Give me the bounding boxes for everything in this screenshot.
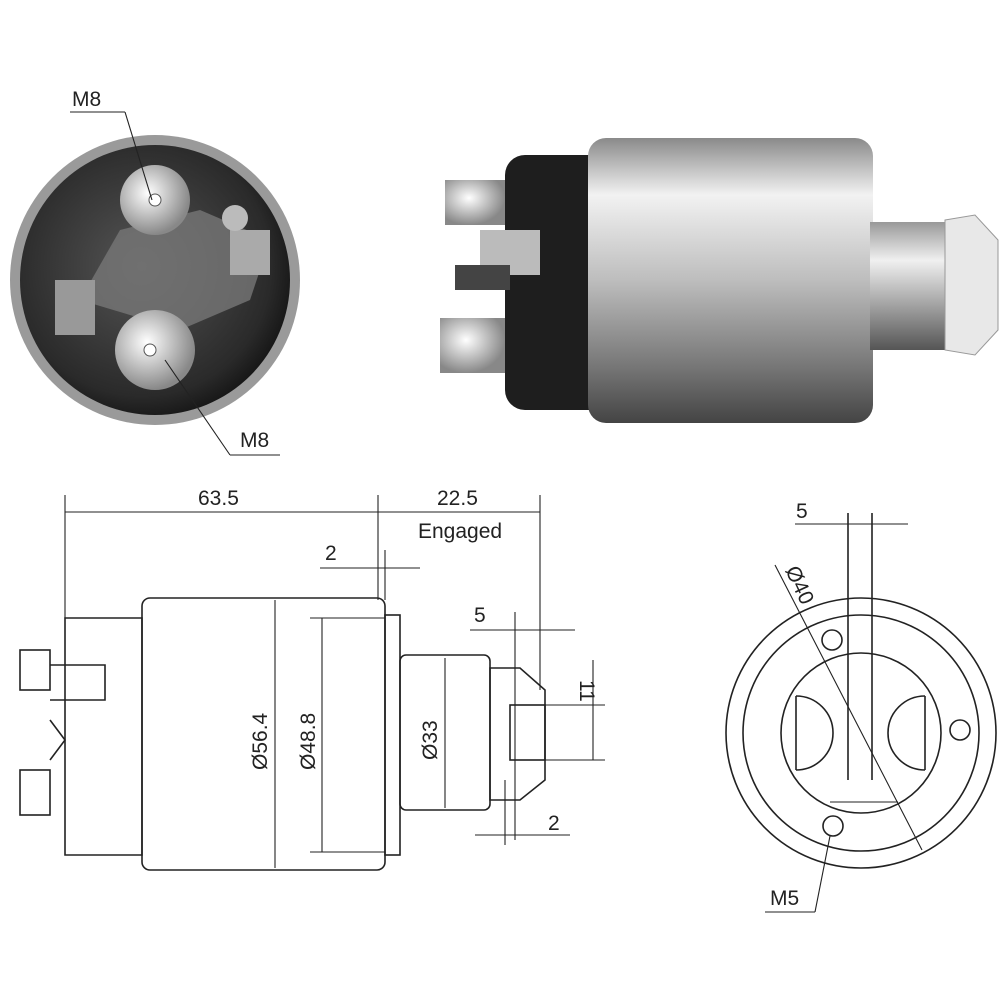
dim-tip-gap: 2 [548,812,560,835]
photo-side-view [440,138,999,423]
dim-nose-dia: Ø33 [419,720,442,760]
dim-stroke: 22.5 [437,487,478,510]
dim-tip-length: 5 [474,604,486,627]
dim-overall-length: 63.5 [198,487,239,510]
photo-end-view: M8 M8 [10,88,300,456]
dim-stroke-note: Engaged [418,520,502,543]
label-m5: M5 [770,887,799,910]
dim-flange-gap: 2 [325,542,337,565]
label-m8-bottom: M8 [240,429,269,452]
side-drawing: 63.5 22.5 Engaged 2 5 11 2 Ø56.4 Ø48.8 Ø… [19,487,605,871]
dim-bolt-circle: Ø40 [780,562,818,608]
end-drawing: Ø40 5 M5 [725,500,997,913]
dim-slot-width: 5 [796,500,808,523]
label-m8-top: M8 [72,88,101,111]
dim-body-dia: Ø56.4 [249,712,272,770]
dim-tip-dia: 11 [575,680,598,702]
dim-inner-dia: Ø48.8 [297,713,320,770]
